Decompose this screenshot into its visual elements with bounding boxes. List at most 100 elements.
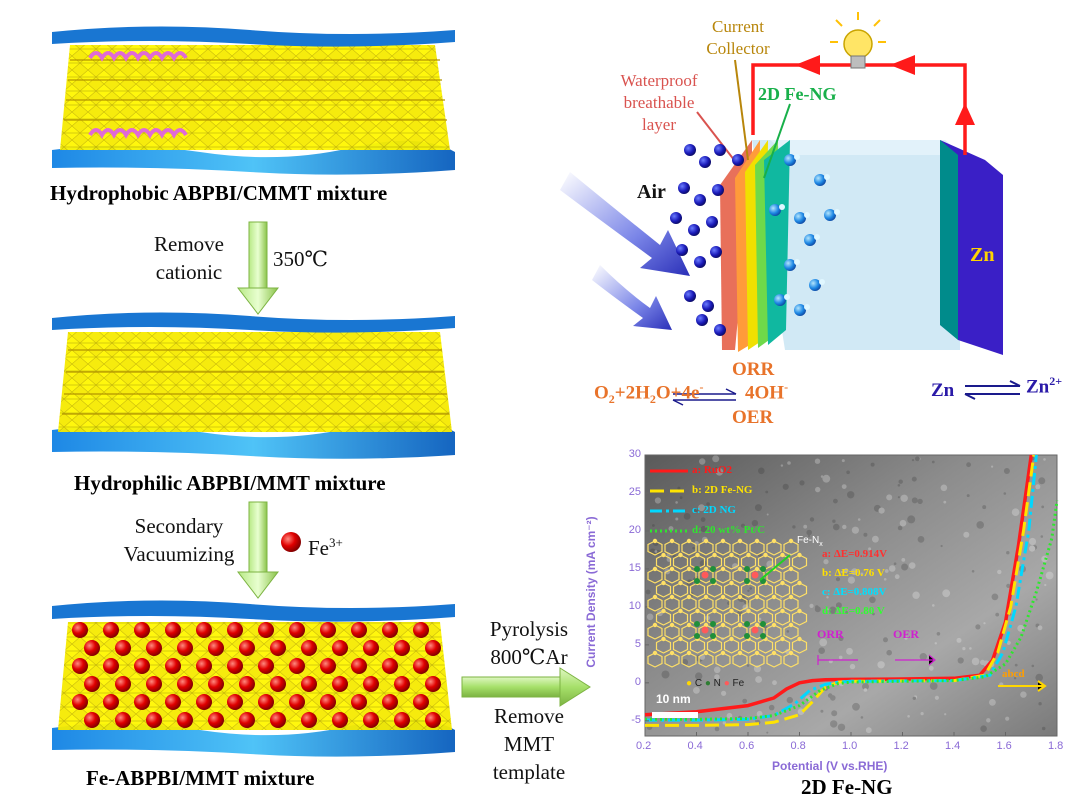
fe-sphere bbox=[208, 640, 224, 656]
carbon-atom bbox=[797, 609, 801, 613]
x-tick-label: 0.2 bbox=[636, 740, 651, 752]
tem-grain bbox=[1038, 702, 1041, 705]
tem-grain bbox=[877, 661, 884, 668]
fe-sphere bbox=[134, 622, 150, 638]
fe-sphere bbox=[301, 712, 317, 728]
tem-grain bbox=[815, 459, 820, 464]
legend-entry: b: 2D Fe-NG bbox=[692, 484, 753, 496]
fe-sphere bbox=[425, 676, 441, 692]
fe-sphere bbox=[177, 712, 193, 728]
step1-condition: 350℃ bbox=[273, 245, 328, 273]
fe-sphere bbox=[270, 640, 286, 656]
nitrogen-atom bbox=[694, 621, 700, 627]
nitrogen-atom bbox=[694, 566, 700, 572]
reaction-oh-sup: - bbox=[784, 380, 788, 394]
carbon-atom bbox=[797, 581, 801, 585]
reaction-oh: 4OH bbox=[745, 382, 784, 403]
reaction-zn-left: Zn bbox=[931, 380, 954, 402]
carbon-atom bbox=[712, 609, 716, 613]
pyrolysis-line2: 800℃Ar bbox=[470, 643, 588, 671]
step2-action-line1: Secondary bbox=[112, 512, 246, 540]
tem-grain bbox=[821, 475, 824, 478]
fe-ion-icon bbox=[281, 532, 301, 552]
template-line3: template bbox=[470, 758, 588, 786]
carbon-atom bbox=[772, 595, 776, 599]
label-oer: OER bbox=[732, 407, 773, 429]
tem-grain bbox=[677, 487, 680, 490]
fe-sphere bbox=[208, 712, 224, 728]
inset-orr: ORR bbox=[817, 627, 844, 642]
tem-grain bbox=[1004, 492, 1007, 495]
oxygen-molecule bbox=[699, 156, 711, 168]
tem-grain bbox=[747, 664, 750, 667]
legend-fe: Fe bbox=[733, 678, 745, 689]
scale-bar-label: 10 nm bbox=[656, 692, 691, 706]
tem-grain bbox=[912, 477, 917, 482]
tem-grain bbox=[810, 517, 814, 521]
carbon-atom bbox=[772, 623, 776, 627]
tem-grain bbox=[652, 524, 655, 527]
carbon-atom bbox=[687, 595, 691, 599]
tem-grain bbox=[781, 464, 783, 466]
carbon-atom bbox=[755, 651, 759, 655]
oxygen-molecule bbox=[702, 300, 714, 312]
legend-entry: a: RuO2 bbox=[692, 464, 732, 476]
fe-sphere bbox=[258, 694, 274, 710]
tem-grain bbox=[929, 666, 934, 671]
tem-grain bbox=[937, 632, 941, 636]
tem-grain bbox=[886, 650, 892, 656]
carbon-atom bbox=[721, 539, 725, 543]
inset-oer: OER bbox=[893, 627, 919, 642]
tem-grain bbox=[846, 648, 853, 655]
y-tick-label: 30 bbox=[623, 448, 641, 460]
tem-grain bbox=[787, 461, 791, 465]
carbon-atom bbox=[755, 595, 759, 599]
tem-grain bbox=[872, 536, 879, 543]
lattice-legend: ● C ● N ● Fe bbox=[686, 678, 744, 689]
carbon-atom bbox=[704, 595, 708, 599]
tem-grain bbox=[721, 691, 726, 696]
tem-grain bbox=[941, 485, 948, 492]
y-tick-label: 15 bbox=[623, 562, 641, 574]
tem-grain bbox=[838, 724, 845, 731]
fe-sphere bbox=[115, 640, 131, 656]
carbon-atom bbox=[712, 553, 716, 557]
tem-grain bbox=[787, 697, 793, 703]
carbon-atom bbox=[729, 609, 733, 613]
carbon-atom bbox=[721, 651, 725, 655]
hydroxide-h bbox=[794, 259, 800, 265]
carbon-atom bbox=[721, 595, 725, 599]
curve-order: abcd bbox=[1002, 668, 1025, 680]
delta-e-label: c: ΔE=0.808V bbox=[822, 586, 887, 598]
tem-grain bbox=[917, 499, 922, 504]
tem-grain bbox=[847, 491, 854, 498]
carbon-atom bbox=[763, 553, 767, 557]
fe-ion-charge: 3+ bbox=[329, 535, 343, 550]
tem-grain bbox=[1042, 727, 1046, 731]
fe-sphere bbox=[208, 676, 224, 692]
tem-grain bbox=[1038, 625, 1043, 630]
label-air: Air bbox=[637, 181, 666, 204]
oxygen-molecule bbox=[714, 144, 726, 156]
fe-sphere bbox=[425, 640, 441, 656]
fe-sphere bbox=[413, 622, 429, 638]
scale-bar bbox=[652, 712, 698, 718]
tem-grain bbox=[846, 471, 850, 475]
fe-sphere bbox=[146, 676, 162, 692]
tem-grain bbox=[863, 533, 867, 537]
tem-grain bbox=[818, 647, 825, 654]
nitrogen-atom bbox=[760, 621, 766, 627]
tem-grain bbox=[907, 715, 910, 718]
x-tick-label: 0.4 bbox=[688, 740, 703, 752]
tem-grain bbox=[935, 642, 937, 644]
tem-grain bbox=[714, 667, 721, 674]
reaction-zn2: Zn bbox=[1026, 376, 1049, 397]
step2-action: Secondary Vacuumizing bbox=[112, 512, 246, 568]
legend-entry: d: 20 wt% Pt/C bbox=[692, 524, 765, 536]
hydroxide-h bbox=[794, 154, 800, 160]
step1-action-line2: cationic bbox=[135, 258, 243, 286]
tem-grain bbox=[749, 587, 752, 590]
fe-sphere bbox=[351, 622, 367, 638]
carbon-atom bbox=[687, 567, 691, 571]
carbon-atom bbox=[746, 553, 750, 557]
